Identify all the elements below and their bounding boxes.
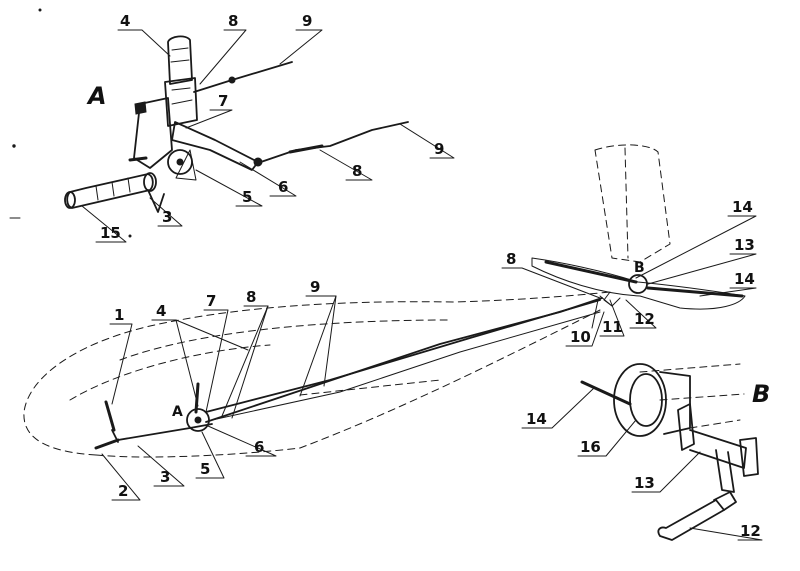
detail-a-assembly xyxy=(64,35,409,213)
label-t12: 12 xyxy=(634,310,655,328)
label-a5: 5 xyxy=(242,188,252,206)
label-t11: 11 xyxy=(602,318,623,336)
detail-b-letter: B xyxy=(752,380,770,408)
label-b14: 14 xyxy=(526,410,547,428)
label-f4: 4 xyxy=(156,302,166,320)
label-f6: 6 xyxy=(254,438,264,456)
leader-lines xyxy=(81,29,763,541)
label-t14-top: 14 xyxy=(732,198,753,216)
label-t14-right: 14 xyxy=(734,270,755,288)
label-b16: 16 xyxy=(580,438,601,456)
part-labels: A B A B 4 8 9 7 9 8 6 5 3 15 14 8 13 14 … xyxy=(86,12,770,540)
print-specks xyxy=(9,8,132,238)
label-f5: 5 xyxy=(200,460,210,478)
fuselage-mechanism xyxy=(94,291,613,450)
label-t8: 8 xyxy=(506,250,516,268)
label-f8: 8 xyxy=(246,288,256,306)
tail-assembly xyxy=(531,144,746,329)
label-a9-top: 9 xyxy=(302,12,312,30)
marker-b: B xyxy=(634,260,645,276)
label-a3: 3 xyxy=(162,208,172,226)
label-b12: 12 xyxy=(740,522,761,540)
label-f9: 9 xyxy=(310,278,320,296)
label-a7: 7 xyxy=(218,92,228,110)
label-t10: 10 xyxy=(570,328,591,346)
label-f2: 2 xyxy=(118,482,128,500)
label-f1: 1 xyxy=(114,306,124,324)
label-b13: 13 xyxy=(634,474,655,492)
label-a15: 15 xyxy=(100,224,121,242)
label-a8-right: 8 xyxy=(352,162,362,180)
label-a8: 8 xyxy=(228,12,238,30)
fuselage-outline xyxy=(23,291,611,458)
marker-a: A xyxy=(172,404,183,420)
label-f7: 7 xyxy=(206,292,216,310)
label-a4: 4 xyxy=(120,12,130,30)
label-a6: 6 xyxy=(278,178,288,196)
detail-a-letter: A xyxy=(86,82,107,110)
label-f3: 3 xyxy=(160,468,170,486)
detail-b-assembly xyxy=(580,363,759,541)
label-a9-right: 9 xyxy=(434,140,444,158)
label-t13: 13 xyxy=(734,236,755,254)
